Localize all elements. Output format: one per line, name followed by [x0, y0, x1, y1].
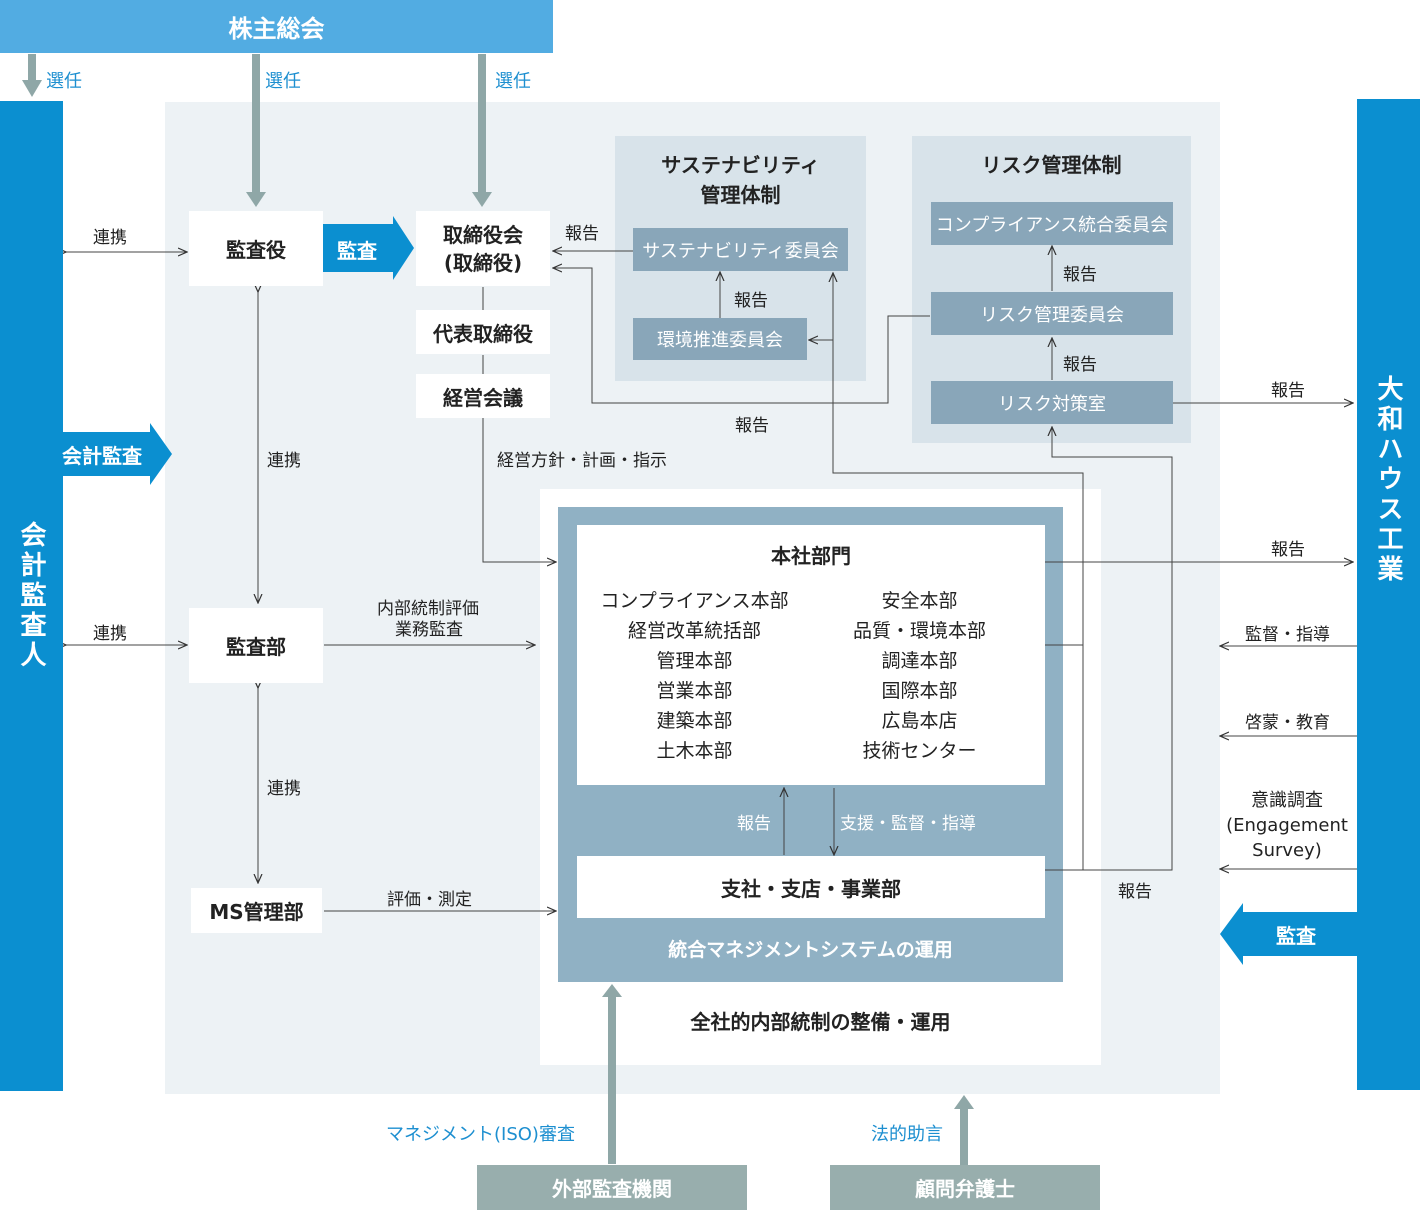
risk-report-label-2: 報告: [1063, 355, 1097, 375]
ms-dept-box: MS管理部: [191, 888, 322, 933]
survey-label-3: Survey): [1252, 840, 1322, 861]
evaluation-label: 評価・測定: [387, 890, 472, 910]
elect-label-2: 選任: [265, 71, 301, 92]
report-to-board-label: 報告: [735, 416, 769, 436]
hq-dept: コンプライアンス本部: [600, 590, 789, 612]
hq-dept: 技術センター: [862, 740, 977, 762]
sustainability-title-1: サステナビリティ: [661, 153, 820, 177]
hq-dept: 経営改革統括部: [627, 620, 761, 642]
supervise-label: 監督・指導: [1245, 625, 1330, 645]
internal-control-title: 全社的内部統制の整備・運用: [690, 1010, 951, 1034]
cooperation-label-1: 連携: [93, 228, 127, 248]
legal-advisor-box: 顧問弁護士: [830, 1165, 1100, 1210]
hq-dept: 土木本部: [656, 740, 733, 762]
ops-support-label: 支援・監督・指導: [840, 814, 976, 834]
sustainability-title-2: 管理体制: [700, 183, 781, 207]
management-meeting-box: 経営会議: [416, 374, 550, 418]
kansayaku-label: 監査役: [226, 238, 286, 262]
daiwa-house: 大和ハウス工業: [1357, 99, 1420, 1090]
accounting-auditor-label: 会計監査人: [16, 521, 46, 671]
branches-box: 支社・支店・事業部: [577, 856, 1045, 918]
cooperation-label-3: 連携: [267, 451, 301, 471]
company-report-label-1: 報告: [1271, 381, 1305, 401]
environment-committee-box: 環境推進委員会: [633, 318, 807, 360]
sustainability-committee-label: サステナビリティ委員会: [642, 240, 839, 262]
daiwa-house-label: 大和ハウス工業: [1373, 374, 1403, 585]
hq-dept: 広島本店: [881, 710, 958, 732]
ims-label: 統合マネジメントシステムの運用: [668, 939, 953, 961]
hq-dept: 品質・環境本部: [852, 620, 986, 642]
hq-title: 本社部門: [771, 544, 851, 568]
board-label-2: (取締役): [443, 250, 523, 275]
internal-control-label-2: 業務監査: [395, 620, 463, 640]
shareholders-label: 株主総会: [228, 15, 325, 43]
accounting-audit-arrow-shape: [62, 423, 172, 485]
risk-committee-box: リスク管理委員会: [931, 292, 1173, 335]
hq-dept: 調達本部: [881, 650, 958, 672]
hq-box: 本社部門 コンプライアンス本部 経営改革統括部 管理本部 営業本部 建築本部 土…: [577, 525, 1045, 785]
sustainability-committee-box: サステナビリティ委員会: [633, 228, 848, 271]
sustainability-title: サステナビリティ 管理体制: [615, 150, 866, 210]
hq-dept: 営業本部: [656, 680, 733, 702]
external-auditor-label: 外部監査機関: [552, 1177, 672, 1201]
company-audit-arrow-shape: [1220, 903, 1357, 965]
ops-report-label: 報告: [737, 814, 771, 834]
cooperation-label-2: 連携: [93, 624, 127, 644]
representative-label: 代表取締役: [433, 321, 533, 346]
risk-committee-label: リスク管理委員会: [980, 304, 1124, 326]
hq-right-list: 安全本部 品質・環境本部 調達本部 国際本部 広島本店 技術センター: [827, 586, 1012, 766]
accounting-audit-label: 会計監査: [62, 444, 142, 468]
iso-review-label: マネジメント(ISO)審査: [386, 1124, 575, 1145]
elect-label-3: 選任: [495, 71, 531, 92]
risk-report-label-1: 報告: [1063, 265, 1097, 285]
representative-box: 代表取締役: [416, 310, 550, 354]
sustainability-report-label: 報告: [734, 291, 768, 311]
internal-control-label-1: 内部統制評価: [377, 599, 479, 619]
legal-advisor-label: 顧問弁護士: [915, 1177, 1015, 1201]
branches-label: 支社・支店・事業部: [721, 876, 901, 901]
company-report-label-2: 報告: [1271, 540, 1305, 560]
survey-label: 意識調査 (Engagement Survey): [1222, 788, 1352, 863]
environment-committee-label: 環境推進委員会: [657, 330, 783, 351]
policy-label: 経営方針・計画・指示: [497, 451, 667, 471]
management-meeting-label: 経営会議: [443, 385, 523, 410]
legal-advice-label: 法的助言: [871, 1124, 943, 1145]
board-label-1: 取締役会: [443, 222, 523, 247]
survey-label-2: (Engagement: [1226, 815, 1348, 836]
survey-label-1: 意識調査: [1251, 790, 1323, 811]
board-box: 取締役会 (取締役): [416, 211, 550, 286]
kansayaku-box: 監査役: [189, 211, 323, 286]
compliance-committee-label: コンプライアンス統合委員会: [935, 214, 1169, 236]
audit-arrow-label: 監査: [337, 239, 377, 263]
risk-office-box: リスク対策室: [931, 381, 1173, 424]
sustainability-to-board-label: 報告: [565, 224, 599, 244]
cooperation-label-4: 連携: [267, 779, 301, 799]
elect-label-1: 選任: [46, 71, 82, 92]
compliance-committee-box: コンプライアンス統合委員会: [931, 202, 1173, 245]
accounting-auditor: 会計監査人: [0, 101, 63, 1091]
kansabu-box: 監査部: [189, 608, 323, 683]
election-arrows: [22, 54, 974, 1166]
company-audit-label: 監査: [1276, 924, 1316, 948]
hq-dept: 安全本部: [881, 590, 958, 612]
kansabu-label: 監査部: [226, 635, 286, 659]
hq-dept: 建築本部: [656, 710, 733, 732]
hq-left-list: コンプライアンス本部 経営改革統括部 管理本部 営業本部 建築本部 土木本部: [587, 586, 802, 766]
branch-report-label: 報告: [1118, 882, 1152, 902]
educate-label: 啓蒙・教育: [1245, 713, 1330, 733]
hq-dept: 国際本部: [881, 680, 958, 702]
shareholders-meeting: 株主総会: [0, 0, 553, 53]
ms-dept-label: MS管理部: [209, 900, 304, 924]
hq-dept: 管理本部: [656, 650, 733, 672]
risk-office-label: リスク対策室: [998, 393, 1106, 415]
audit-arrow-shape: [323, 216, 414, 280]
risk-title: リスク管理体制: [981, 153, 1122, 177]
external-auditor-box: 外部監査機関: [477, 1165, 747, 1210]
